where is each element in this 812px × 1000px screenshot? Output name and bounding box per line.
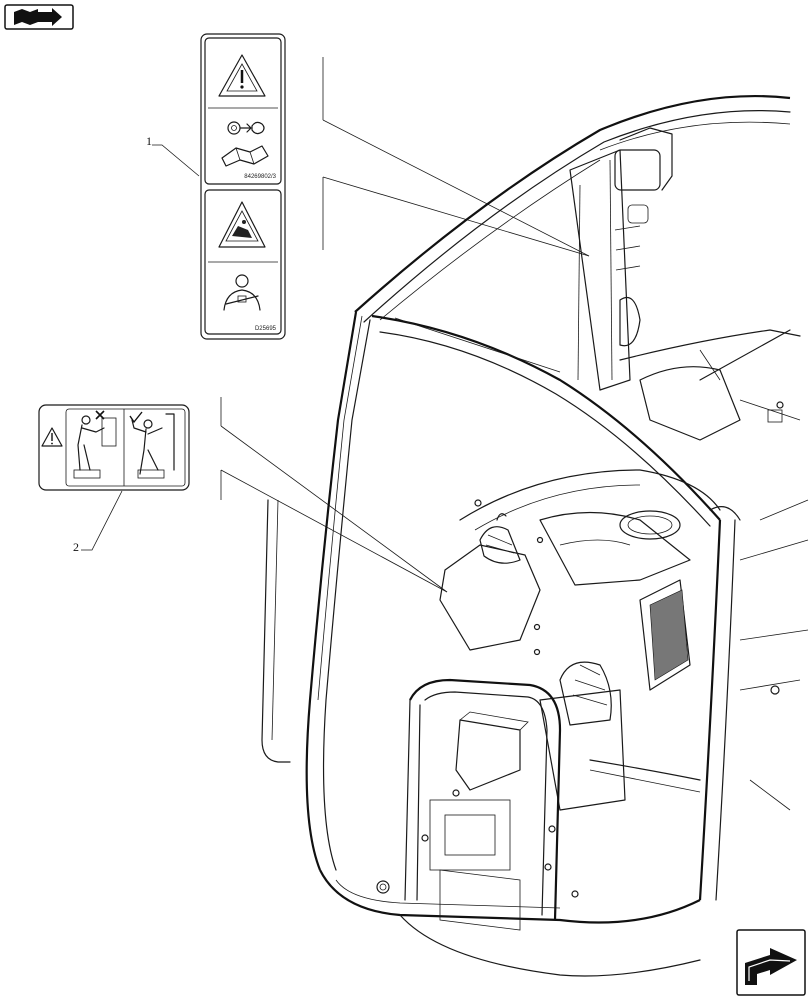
rollover-warning-icon [218,201,266,248]
warning-triangle-icon [218,54,266,97]
next-page-arrow-icon[interactable] [736,929,806,996]
decal-2 [38,404,190,491]
book-arrow-icon[interactable] [4,4,74,30]
callout-2: 2 [73,490,123,554]
callout-label-2: 2 [73,540,79,554]
decal-1: 84269802/3 D25695 [200,33,286,340]
manual-book-icon [221,145,269,167]
correct-entry-icon [129,411,175,479]
cab-illustration [261,94,809,977]
leader-lines [220,57,590,593]
decal-code-lower: D25695 [255,326,277,332]
seatbelt-icon [223,274,261,311]
key-icon [227,121,265,135]
incorrect-entry-icon [73,410,117,479]
callout-1: 1 [146,134,200,177]
warning-triangle-icon [41,427,63,447]
callout-label-1: 1 [146,134,152,148]
decal-code-upper: 84269802/3 [244,174,276,180]
